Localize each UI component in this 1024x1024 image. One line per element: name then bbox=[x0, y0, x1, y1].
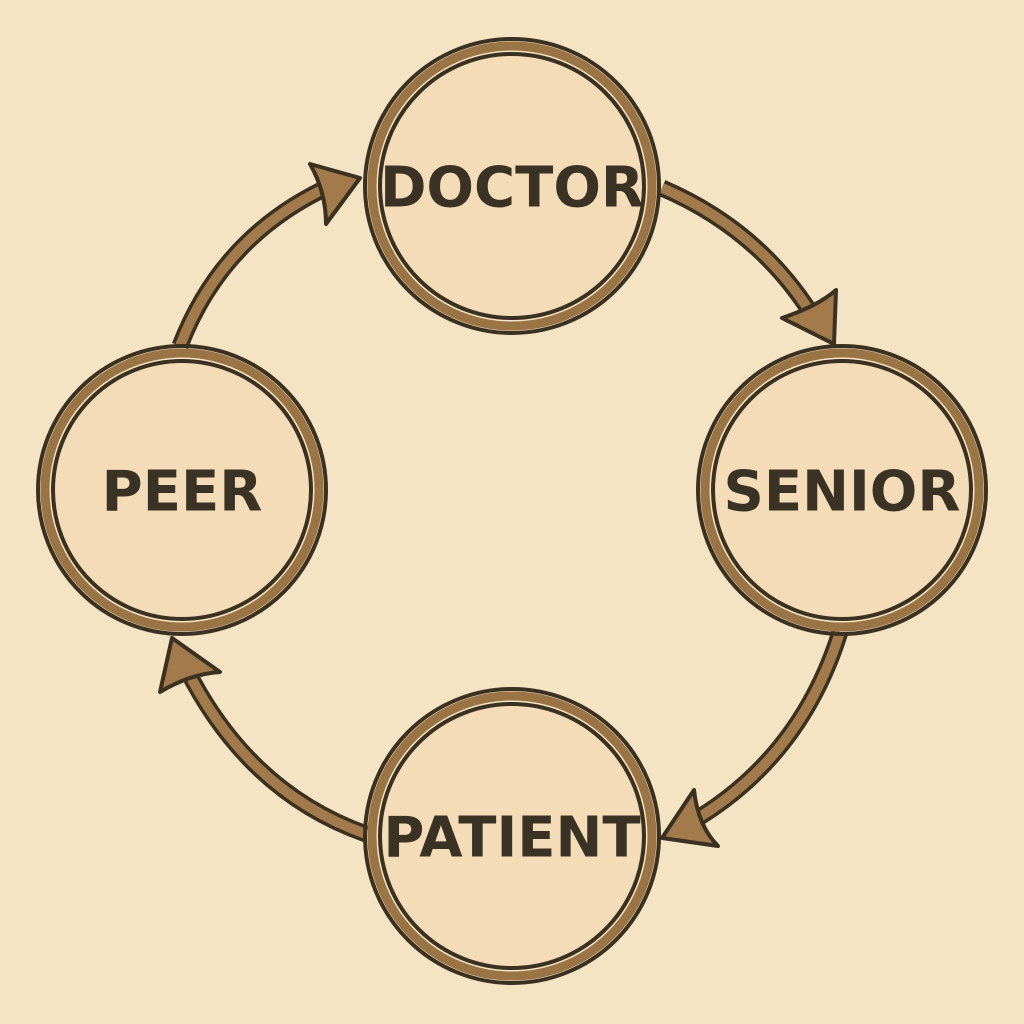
node-peer: PEER bbox=[36, 344, 328, 636]
arrow-senior-to-patient bbox=[660, 629, 849, 848]
arrow-patient-to-peer bbox=[158, 636, 369, 843]
node-senior: SENIOR bbox=[696, 344, 988, 636]
node-label-patient: PATIENT bbox=[383, 806, 640, 871]
arrow-peer-to-doctor bbox=[172, 162, 362, 350]
node-patient: PATIENT bbox=[363, 687, 661, 985]
node-label-peer: PEER bbox=[102, 460, 263, 525]
arrow-doctor-to-senior bbox=[658, 180, 838, 346]
node-label-senior: SENIOR bbox=[723, 460, 960, 525]
node-doctor: DOCTOR bbox=[363, 37, 661, 335]
node-label-doctor: DOCTOR bbox=[380, 156, 644, 221]
